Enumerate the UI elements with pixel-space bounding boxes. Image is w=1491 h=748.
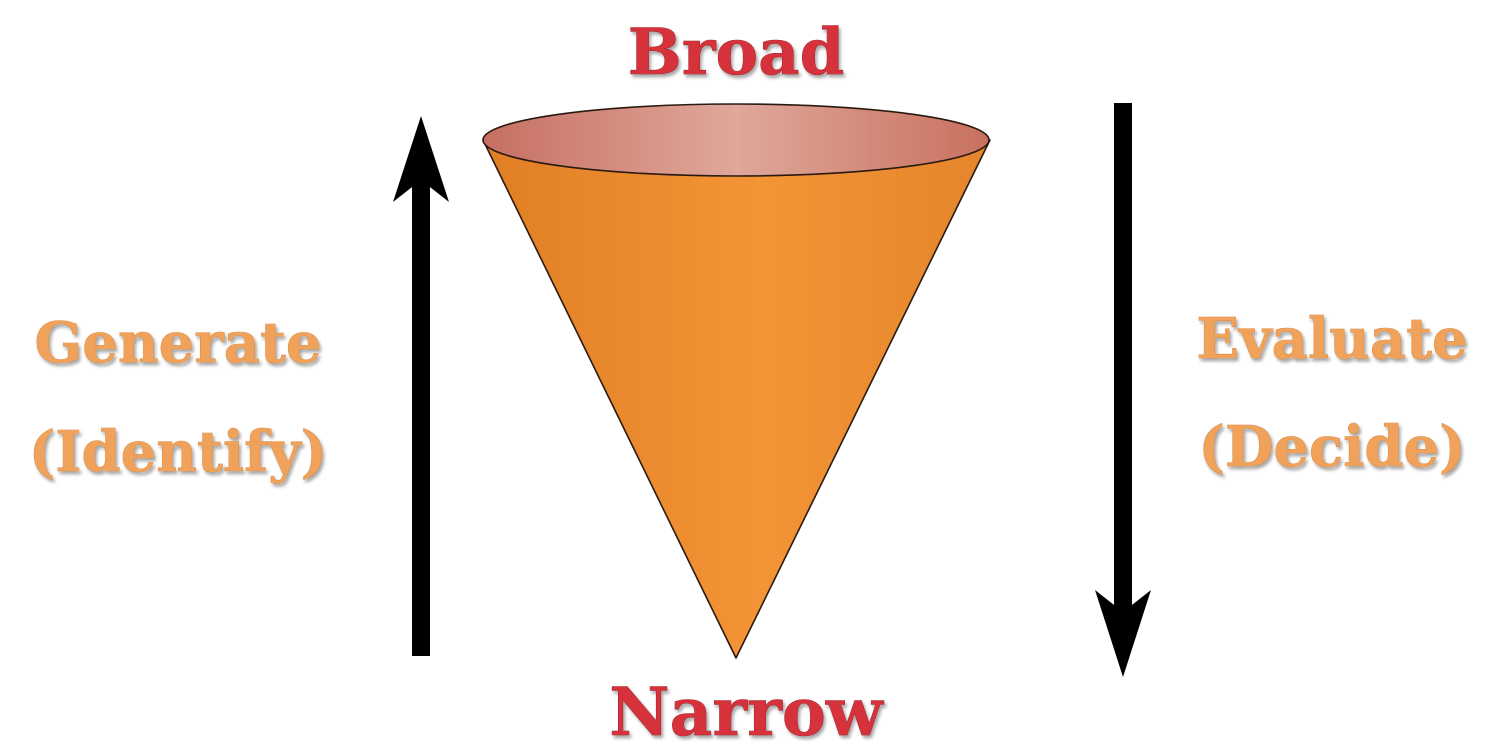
narrow-label: Narrow — [609, 673, 885, 748]
generate-label: Generate — [34, 310, 321, 376]
evaluate-label: Evaluate — [1196, 306, 1467, 372]
arrow-down-icon — [1095, 103, 1151, 677]
funnel-cone — [482, 103, 991, 659]
cone-rim — [482, 103, 990, 177]
arrow-up-icon — [393, 116, 449, 656]
identify-label: (Identify) — [29, 419, 327, 485]
cone-body — [482, 139, 991, 659]
decide-label: (Decide) — [1198, 414, 1465, 480]
broad-label: Broad — [628, 15, 845, 90]
